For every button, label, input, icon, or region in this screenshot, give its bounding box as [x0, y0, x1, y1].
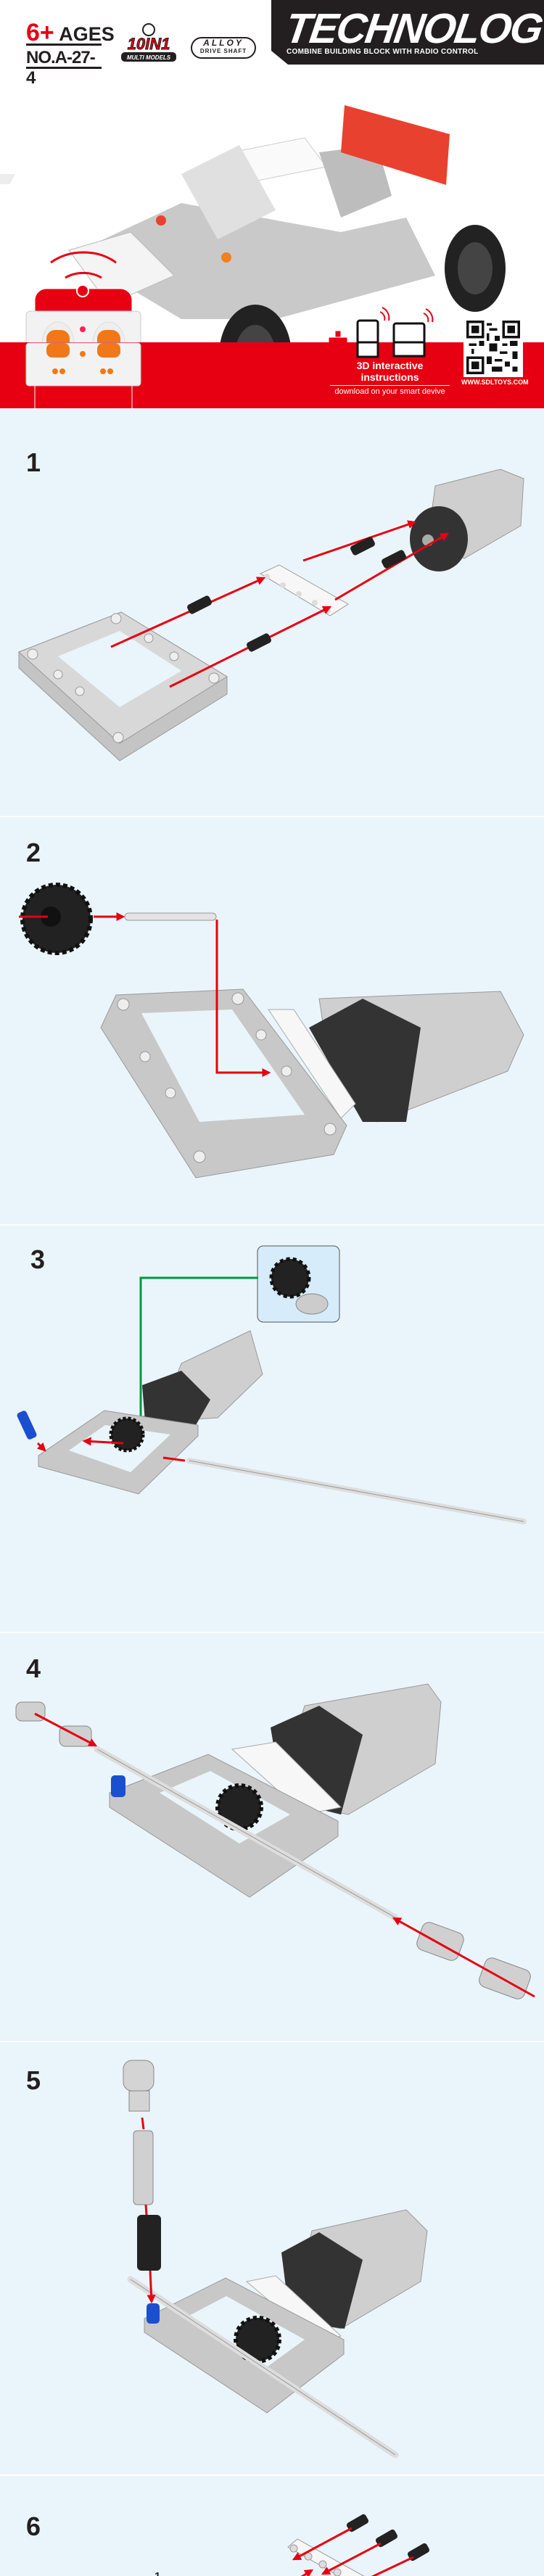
beam-part [287, 2538, 365, 2576]
model-number: NO.A-27-4 [26, 48, 102, 88]
step-3-illustration [17, 1245, 527, 1524]
brand-logo: TECHNOLOGYR/C [282, 5, 544, 52]
step-4: 4 [0, 1632, 544, 2041]
step-6-illustration [287, 2514, 430, 2576]
3d-instructions-promo: 3D interactive instructions download on … [330, 360, 450, 396]
red-band [0, 342, 544, 408]
axle-part [133, 2130, 154, 2205]
10in1-logo: 10IN1 MULTI MODELS [121, 23, 176, 62]
step-2-illustration [19, 883, 524, 1178]
step-number: 3 [30, 1244, 46, 1274]
step-6: 6 1. [0, 2474, 544, 2576]
blue-pin-part [17, 1411, 37, 1440]
signal-arc-icon [50, 251, 117, 264]
red-spoiler [341, 105, 450, 185]
step-3: 3 [0, 1224, 544, 1632]
gear-part [109, 1416, 145, 1453]
step-5-illustration [123, 2060, 428, 2459]
alloy-drive-shaft-badge: ALLOY DRIVE SHAFT [191, 37, 256, 59]
step-5: 5 [0, 2041, 544, 2474]
cover-header: TECHNOLOGYR/C COMBINE BUILDING BLOCK WIT… [0, 0, 544, 408]
step-1-illustration [18, 468, 524, 761]
motor-part [309, 991, 524, 1123]
motor-part [142, 1330, 263, 1425]
beam-part [259, 564, 349, 616]
blue-pin-part [147, 2303, 160, 2324]
svg-text:10IN1: 10IN1 [128, 35, 170, 53]
age-rating: 6+ AGES [26, 19, 115, 46]
step-1: 1 [0, 408, 544, 816]
brand-tagline: COMBINE BUILDING BLOCK WITH RADIO CONTRO… [287, 48, 479, 56]
qr-code[interactable] [463, 318, 523, 377]
gear-part [20, 883, 93, 955]
subassembly-callout [257, 1245, 340, 1323]
step-number: 2 [26, 838, 41, 867]
motor-part [410, 468, 524, 571]
black-bushing-part [137, 2215, 161, 2271]
step-number: 1 [26, 447, 41, 477]
wifi-icon [379, 307, 434, 323]
rear-wheel [445, 225, 506, 312]
step-2: 2 [0, 816, 544, 1224]
brand-banner: TECHNOLOGYR/C COMBINE BUILDING BLOCK WIT… [271, 0, 544, 65]
step-4-illustration [15, 1683, 535, 1999]
step-number: 4 [26, 1654, 41, 1683]
sub-step-label: 1. [154, 2570, 164, 2576]
axle-part [124, 912, 217, 921]
connector-pins [187, 537, 406, 652]
blue-pin-part [111, 1775, 125, 1797]
open-frame-part [18, 611, 228, 761]
website-link[interactable]: WWW.SDLTOYS.COM [461, 379, 529, 386]
open-frame-part [100, 988, 347, 1178]
axle-connector-part [123, 2060, 154, 2112]
svg-text:MULTI MODELS: MULTI MODELS [127, 54, 171, 61]
step-number: 6 [26, 2511, 41, 2541]
step-number: 5 [26, 2065, 41, 2095]
